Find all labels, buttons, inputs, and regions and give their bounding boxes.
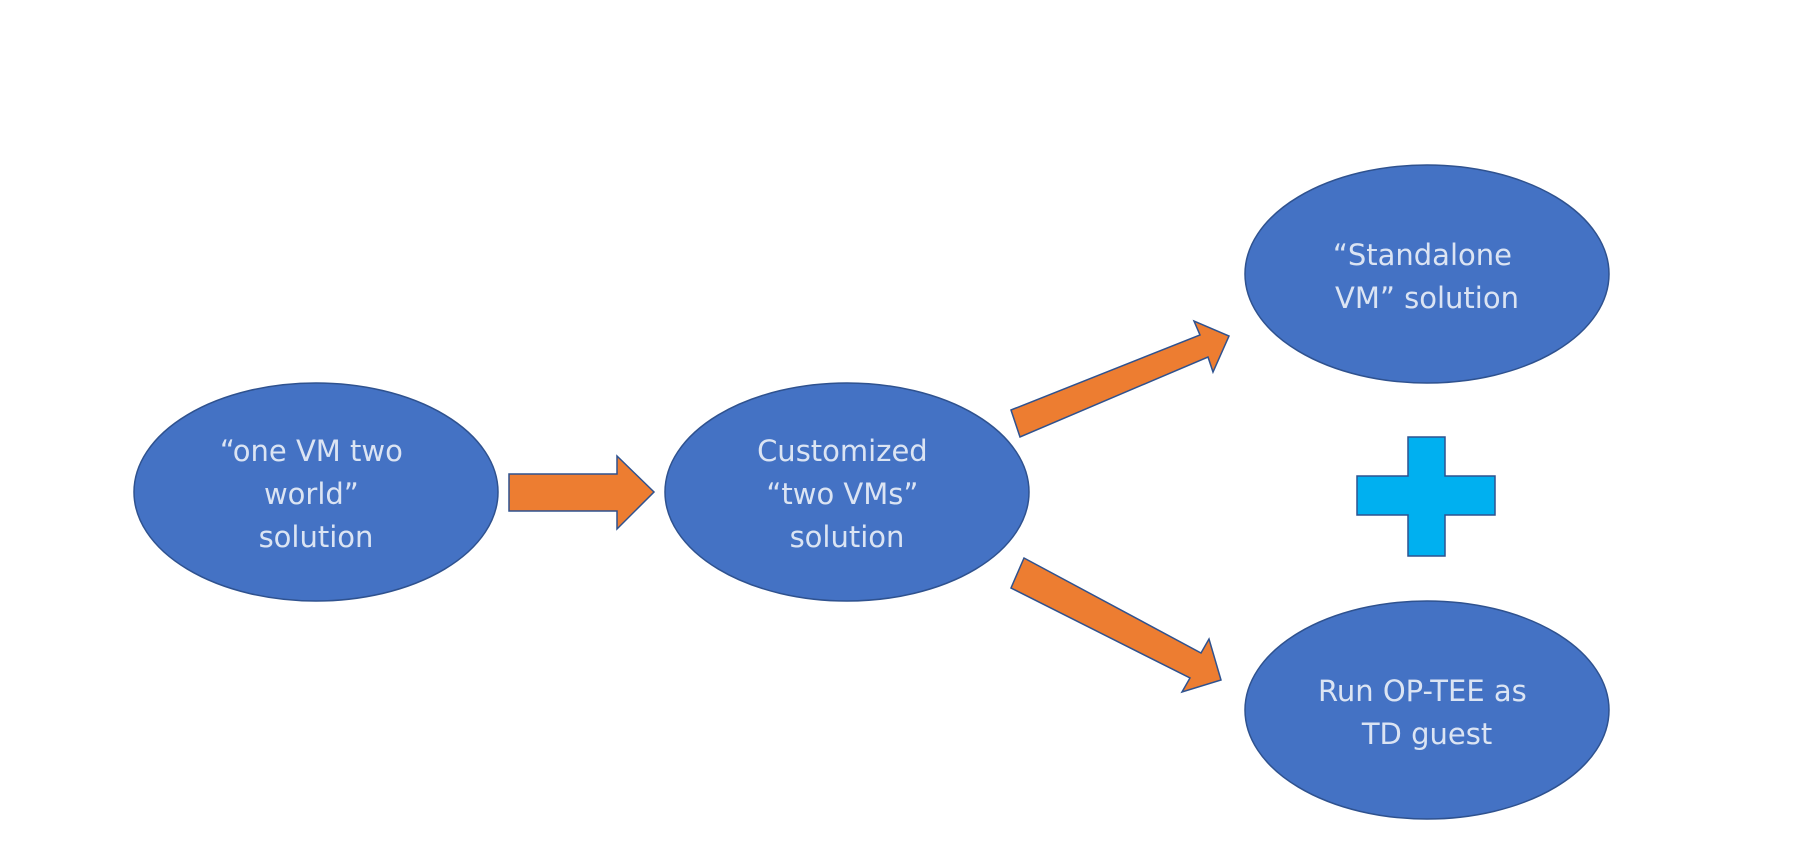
arrow-one-vm-to-customized [508, 454, 656, 531]
node-customized-two-vms-label: Customized “two VMs” solution [757, 434, 937, 554]
arrow-customized-to-standalone [1010, 319, 1230, 439]
node-customized-two-vms-line-2: “two VMs” [766, 477, 918, 511]
node-one-vm-two-world-line-3: solution [259, 520, 374, 554]
node-run-optee-td-guest-line-2: TD guest [1361, 717, 1492, 751]
node-customized-two-vms-ellipse [664, 382, 1030, 602]
arrow-customized-to-run-optee [1010, 556, 1222, 694]
node-standalone-vm-line-2: VM” solution [1335, 281, 1519, 315]
node-one-vm-two-world: “one VM two world” solution [133, 382, 499, 602]
node-run-optee-td-guest-ellipse [1244, 600, 1610, 820]
node-one-vm-two-world-line-1: “one VM two [220, 434, 403, 468]
node-run-optee-td-guest-label: Run OP-TEE as TD guest [1318, 674, 1536, 751]
node-standalone-vm: “Standalone VM” solution [1244, 164, 1610, 384]
node-one-vm-two-world-label: “one VM two world” solution [220, 434, 412, 554]
node-customized-two-vms: Customized “two VMs” solution [664, 382, 1030, 602]
node-run-optee-td-guest-line-1: Run OP-TEE as [1318, 674, 1527, 708]
node-standalone-vm-line-1: “Standalone [1333, 238, 1512, 272]
node-run-optee-td-guest: Run OP-TEE as TD guest [1244, 600, 1610, 820]
node-customized-two-vms-line-1: Customized [757, 434, 928, 468]
node-one-vm-two-world-ellipse [133, 382, 499, 602]
node-standalone-vm-label: “Standalone VM” solution [1333, 238, 1521, 315]
node-customized-two-vms-line-3: solution [790, 520, 905, 554]
node-standalone-vm-ellipse [1244, 164, 1610, 384]
node-one-vm-two-world-line-2: world” [264, 477, 359, 511]
plus-icon [1356, 436, 1496, 557]
